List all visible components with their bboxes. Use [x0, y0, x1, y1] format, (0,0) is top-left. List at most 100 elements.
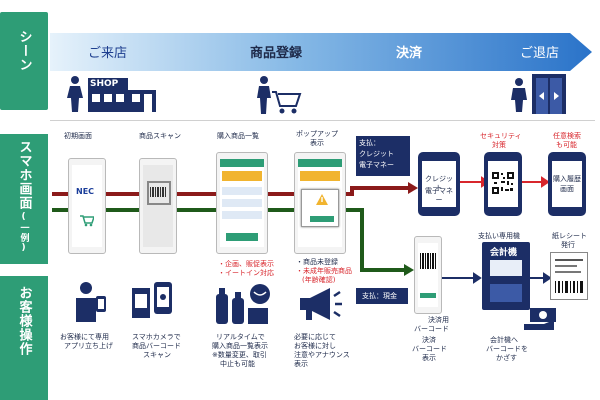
register-sign-text: 会計機	[490, 248, 518, 258]
cash-arrow-head	[404, 264, 414, 276]
credit-flow-line	[52, 186, 408, 196]
op2-line2: 商品バーコード	[132, 342, 181, 350]
op3-line4: 中止も可能	[220, 360, 255, 368]
op1-line2: アプリ立ち上げ	[64, 342, 113, 350]
popup-header-bar	[298, 159, 342, 167]
phone-cash-barcode	[414, 236, 442, 314]
popup-total-bar	[300, 171, 340, 181]
cash-flow-line	[52, 208, 404, 272]
side-label-scene: シーン	[0, 12, 48, 110]
popup-note-2: ・未成年販売商品	[296, 267, 352, 275]
side-label-screen: スマホ画面 (一例)	[0, 134, 48, 264]
hand-cash-icon	[524, 308, 556, 330]
op3-line1: リアルタイムで	[216, 333, 265, 341]
cash-phone-line2: バーコード	[414, 325, 449, 333]
cash-phone-button	[420, 293, 436, 298]
credit-payment-label: 支払： クレジット 電子マネー	[356, 136, 410, 176]
cash-phone-line1: 決済用	[428, 316, 449, 324]
paper-receipt	[550, 252, 588, 300]
qr-code-icon	[491, 171, 515, 195]
popup-ok-button	[310, 216, 334, 222]
op5-line1: 決済	[422, 336, 436, 344]
label-popup-line1: ポップアップ	[296, 130, 338, 138]
side-label-screen-text: スマホ画面	[16, 140, 32, 210]
barcode-icon	[150, 187, 166, 197]
op3-line3: ※数量変更、取引	[212, 351, 267, 359]
op4-line1: 必要に応じて	[294, 333, 336, 341]
register-slot	[490, 284, 522, 302]
receipt-barcode-icon	[555, 281, 583, 293]
register-title: 支払い専用機	[478, 232, 520, 240]
credit-phone-line1: クレジット	[425, 175, 453, 192]
cash-barcode-icon	[420, 253, 436, 269]
phone-initial-screen: NEC	[68, 158, 106, 254]
receipt-line-c	[555, 271, 581, 273]
cash-label-text: 支払：現金	[362, 292, 397, 300]
history-phone-line1: 購入履歴	[553, 175, 581, 183]
popup-note-3: (年齢確認)	[302, 276, 336, 284]
phone-popup-screen	[294, 152, 346, 254]
cart-app-icon	[80, 215, 94, 227]
op3-line2: 購入商品一覧表示	[212, 342, 268, 350]
phone-list-screen	[216, 152, 268, 254]
check-line2: も可能	[556, 141, 577, 149]
op5-line3: 表示	[422, 354, 436, 362]
exit-door-icon	[532, 74, 566, 114]
op4-line2: お客様に対し	[294, 342, 336, 350]
nec-logo: NEC	[76, 187, 95, 196]
shopper-cart-icon	[257, 76, 302, 114]
side-label-customer: お客様操作	[0, 276, 48, 400]
list-pay-button	[226, 233, 258, 241]
popup-dialog	[301, 189, 339, 227]
section-divider	[50, 120, 595, 121]
security-line2: 対策	[492, 141, 506, 149]
op6-line3: かざす	[496, 354, 517, 362]
op6-line2: バーコードを	[486, 345, 528, 353]
scene-banner-arrow	[50, 33, 592, 71]
list-row-1	[222, 187, 262, 195]
paper-receipt-line1: 紙レシート	[552, 232, 587, 240]
register-display	[490, 260, 522, 276]
phone-security-qr	[484, 152, 522, 216]
banner-leave: ご退店	[520, 46, 560, 61]
op4-line4: 表示	[294, 360, 308, 368]
person-with-phone-icon	[76, 282, 106, 322]
shop-building-icon	[88, 78, 156, 112]
list-note-2: ・イートイン対応	[218, 269, 274, 277]
op5-line2: バーコード	[412, 345, 447, 353]
credit-arrow-head	[408, 182, 418, 194]
shop-sign-text: SHOP	[90, 79, 119, 89]
credit-phone-line2: 電子マネー	[425, 187, 453, 204]
credit-label-line1: 支払：	[359, 139, 380, 147]
side-label-scene-text: シーン	[16, 30, 32, 72]
op4-line3: 注意やアナウンス	[294, 351, 350, 359]
receipt-line-a	[555, 259, 583, 261]
op2-line1: スマホカメラで	[132, 333, 181, 341]
label-initial-screen: 初期画面	[64, 132, 92, 140]
list-total-bar	[222, 171, 262, 181]
history-phone-line2: 画面	[560, 185, 574, 193]
list-row-2	[222, 199, 262, 207]
op6-line1: 会計機へ	[490, 336, 518, 344]
checkout-machine: 会計機	[482, 242, 530, 310]
list-header-bar	[220, 159, 264, 167]
op1-line1: お客様にて専用	[60, 333, 109, 341]
credit-label-line3: 電子マネー	[359, 161, 394, 169]
phone-purchase-history: 購入履歴 画面	[548, 152, 586, 216]
phone-credit: クレジット 電子マネー	[418, 152, 460, 216]
scan-frame	[147, 181, 171, 205]
warning-icon	[316, 194, 328, 205]
cash-payment-label: 支払：現金	[356, 288, 408, 304]
label-scan-screen: 商品スキャン	[139, 132, 181, 140]
person-standing-icon	[511, 78, 527, 112]
banner-arrive: ご来店	[88, 46, 128, 61]
label-list-screen: 購入商品一覧	[217, 132, 259, 140]
phone-camera-scan-icon	[132, 282, 172, 318]
person-walking-icon	[67, 76, 83, 112]
paper-receipt-line2: 発行	[561, 241, 575, 249]
side-label-customer-text: お客様操作	[16, 286, 32, 356]
products-icon	[216, 284, 270, 324]
receipt-line-b	[555, 265, 577, 267]
megaphone-icon	[300, 288, 342, 320]
